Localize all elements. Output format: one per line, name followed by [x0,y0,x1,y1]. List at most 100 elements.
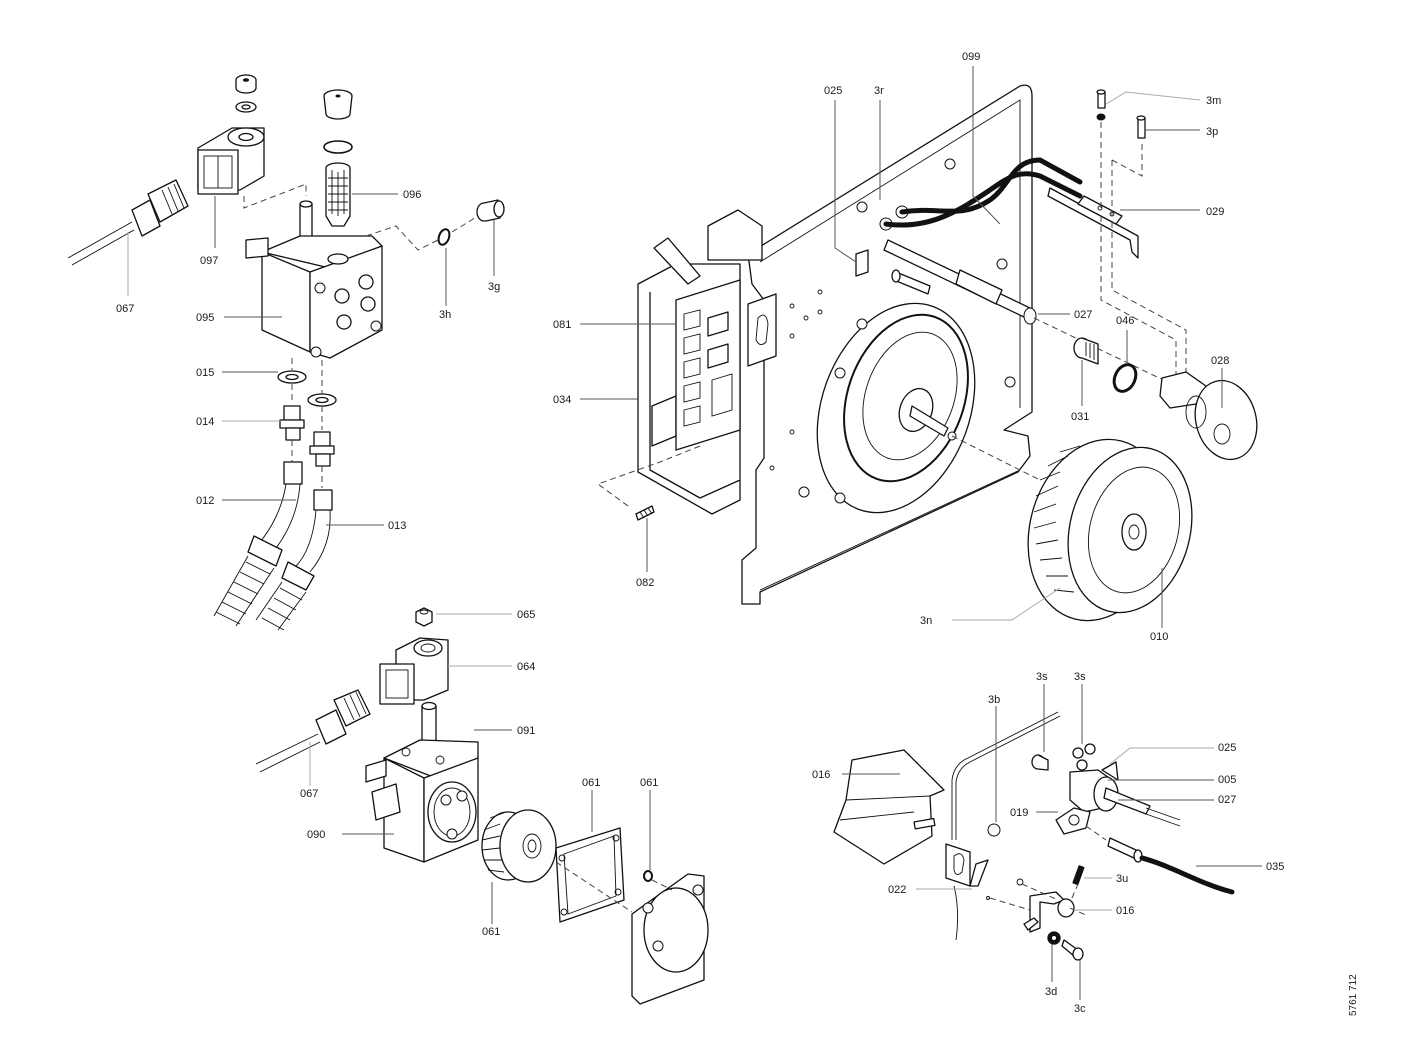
oil-hose-012 [213,461,303,627]
washer-3h [437,228,451,246]
label-061: 061 [640,777,658,789]
label-3h: 3h [439,309,451,321]
label-3s: 3s [1074,671,1086,683]
washer-015 [277,370,307,384]
fan-motor [816,302,976,514]
solenoid-nut [235,74,257,94]
o-ring-046 [1112,363,1138,393]
label-3d: 3d [1045,986,1057,998]
label-3p: 3p [1206,126,1218,138]
label-029: 029 [1206,206,1224,218]
filter-o-ring [323,140,353,154]
cable-035 [1107,837,1235,895]
fitting-3g [476,199,505,222]
electrode-rod [883,239,1037,325]
gasket-061 [555,827,625,923]
label-064: 064 [517,661,535,673]
label-3b: 3b [988,694,1000,706]
damper-rod [945,711,1061,941]
washers-3s [1072,743,1096,771]
label-035: 035 [1266,861,1284,873]
nut-3b [987,823,1001,837]
label-3c: 3c [1074,1003,1086,1015]
drawing-number: 5761 712 [1348,974,1359,1016]
terminal-block-081 [675,279,741,451]
power-cable-067 [67,179,189,266]
electrode-bracket-029 [1047,187,1139,259]
bolt-pin [891,269,931,295]
label-065: 065 [517,609,535,621]
label-005: 005 [1218,774,1236,786]
label-091: 091 [517,725,535,737]
label-096: 096 [403,189,421,201]
label-097: 097 [200,255,218,267]
pump-assembly-b: 065 064 091 067 090 061 061 061 [255,607,709,1005]
label-3r: 3r [874,85,884,97]
pump-090 [365,701,479,863]
label-025: 025 [1218,742,1236,754]
label-027: 027 [1218,794,1236,806]
label-067: 067 [116,303,134,315]
power-cable-067b [255,689,371,773]
housing-assembly: 025 3r 099 3m 3p 029 081 027 046 028 034… [553,51,1258,643]
bracket-019 [1055,807,1091,835]
pin-3u [1072,865,1085,886]
nipple-014 [279,405,305,441]
label-016: 016 [1116,905,1134,917]
label-013: 013 [388,520,406,532]
filter-cap [323,89,353,120]
washer-3d [1047,931,1061,945]
label-028: 028 [1211,355,1229,367]
screw-3m [1096,89,1106,121]
label-067: 067 [300,788,318,800]
label-3s: 3s [1036,671,1048,683]
label-027: 027 [1074,309,1092,321]
coil-nut-065 [415,607,433,627]
lever-016 [986,878,1075,933]
damper-assembly: 3s 3s 3b 025 005 027 016 019 035 3u 022 … [812,671,1284,1015]
air-damper-016 [833,749,945,865]
label-095: 095 [196,312,214,324]
screw-3c [1061,939,1084,961]
label-3m: 3m [1206,95,1221,107]
nipple-014b [309,431,335,467]
servo-motor-005 [1069,761,1181,827]
label-090: 090 [307,829,325,841]
nut-3s [1031,754,1049,771]
oil-hose-013 [255,489,333,631]
label-010: 010 [1150,631,1168,643]
label-019: 019 [1010,807,1028,819]
ignition-cables-099 [879,157,1083,231]
flange-cover [631,873,709,1005]
blower-wheel-010 [1027,438,1193,622]
nozzle-head-028 [1159,371,1258,461]
nozzle-031 [1073,337,1099,365]
washer-015b [307,393,337,407]
label-014: 014 [196,416,214,428]
spring-clip-082 [635,505,655,521]
oil-pump-095 [245,200,383,359]
label-034: 034 [553,394,571,406]
label-015: 015 [196,367,214,379]
pump-assembly-a: 067 097 096 095 3h 3g 015 014 012 013 [67,74,505,631]
solenoid-coil-064 [379,637,449,705]
keyhole-bracket [747,293,777,367]
label-082: 082 [636,577,654,589]
oil-filter-096 [325,162,351,227]
label-099: 099 [962,51,980,63]
label-081: 081 [553,319,571,331]
label-012: 012 [196,495,214,507]
washer-061 [643,870,653,882]
label-046: 046 [1116,315,1134,327]
label-016: 016 [812,769,830,781]
screw-3p [1136,115,1146,139]
solenoid-washer [235,101,257,113]
solenoid-coil-097 [197,127,265,195]
label-031: 031 [1071,411,1089,423]
sight-glass-025 [855,249,869,277]
label-3g: 3g [488,281,500,293]
label-3n: 3n [920,615,932,627]
plate-screws [769,158,1016,504]
label-061: 061 [482,926,500,938]
